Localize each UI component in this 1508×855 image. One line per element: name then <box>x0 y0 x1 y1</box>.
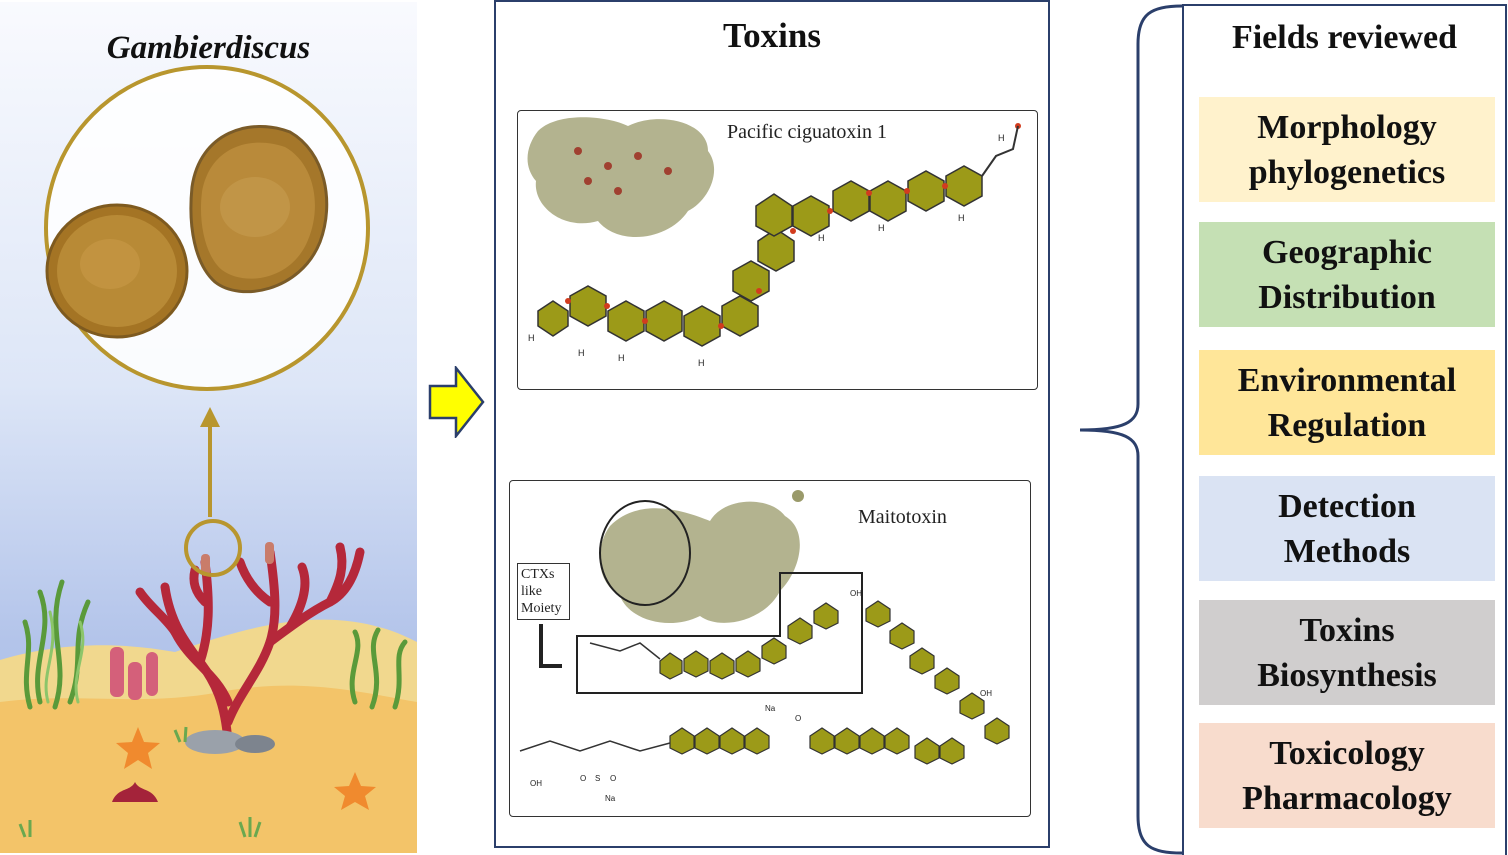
seafloor-illustration <box>0 65 417 853</box>
moiety-line: CTXs <box>521 567 555 582</box>
svg-text:H: H <box>578 348 585 358</box>
svg-text:OH: OH <box>530 779 542 788</box>
svg-text:O: O <box>795 714 801 723</box>
ciguatoxin-3d-surface <box>527 117 715 238</box>
zoom-arrow-head <box>200 407 220 427</box>
moiety-bracket <box>576 572 863 694</box>
seaweed-icon <box>22 579 91 710</box>
field-line: Detection <box>1278 487 1416 525</box>
svg-text:Na: Na <box>765 704 776 713</box>
right-arrow-icon <box>428 366 485 438</box>
field-detection-methods: Detection Methods <box>1199 476 1495 581</box>
coral-tip-clusters <box>201 542 274 576</box>
field-line: Biosynthesis <box>1257 656 1437 694</box>
field-line: Pharmacology <box>1242 779 1452 817</box>
field-line: Environmental <box>1237 361 1457 399</box>
svg-text:O: O <box>580 774 586 783</box>
field-line: Distribution <box>1258 278 1436 316</box>
sea-plant <box>112 782 158 802</box>
rock-icon <box>235 735 275 753</box>
ctx-like-moiety-highlight <box>599 500 691 606</box>
ring-chain <box>659 600 1010 765</box>
field-geographic-distribution: Geographic Distribution <box>1199 222 1495 327</box>
seaweed-icon <box>44 610 85 704</box>
field-line: phylogenetics <box>1248 153 1446 191</box>
oxygen-atoms <box>565 123 1021 329</box>
ciguatoxin-structure-box: H H H H H H H H <box>517 110 1038 390</box>
moiety-pointer <box>539 624 562 668</box>
fields-panel <box>1182 4 1507 855</box>
field-line: Regulation <box>1267 406 1427 444</box>
field-toxicology-pharmacology: Toxicology Pharmacology <box>1199 723 1495 828</box>
zoom-highlight-circle <box>184 519 242 577</box>
ciguatoxin-label: Pacific ciguatoxin 1 <box>727 121 887 143</box>
starfish-icon <box>334 772 376 810</box>
toxins-title: Toxins <box>723 16 821 55</box>
svg-text:H: H <box>698 358 705 368</box>
svg-text:O: O <box>610 774 616 783</box>
field-morphology-phylogenetics: Morphology phylogenetics <box>1199 97 1495 202</box>
fields-title: Fields reviewed <box>1231 19 1458 56</box>
moiety-line: like <box>521 584 542 599</box>
moiety-line: Moiety <box>521 601 562 616</box>
sand-floor <box>0 685 417 853</box>
field-line: Toxins <box>1299 611 1395 649</box>
organism-name: Gambierdiscus <box>106 30 311 66</box>
svg-text:H: H <box>528 333 535 343</box>
tube-coral <box>110 647 158 700</box>
surface-atoms <box>574 147 672 195</box>
svg-text:H: H <box>818 233 825 243</box>
gambierdiscus-scene <box>0 2 417 853</box>
svg-text:H: H <box>878 223 885 233</box>
field-line: Morphology <box>1257 108 1437 146</box>
field-environmental-regulation: Environmental Regulation <box>1199 350 1495 455</box>
field-line: Methods <box>1283 532 1411 570</box>
side-chain <box>589 642 661 660</box>
ctx-like-moiety-label: CTXs like Moiety <box>517 563 570 620</box>
maitotoxin-label: Maitotoxin <box>858 506 947 528</box>
rock-icon <box>185 730 245 754</box>
grass-tuft <box>18 726 262 838</box>
hydrogen-labels: H H H H H H H H <box>528 133 1005 368</box>
svg-text:H: H <box>958 213 965 223</box>
side-chain <box>981 125 1019 177</box>
field-line: Geographic <box>1262 233 1432 271</box>
svg-text:S: S <box>595 774 600 783</box>
field-toxins-biosynthesis: Toxins Biosynthesis <box>1199 600 1495 705</box>
svg-text:OH: OH <box>980 689 992 698</box>
starfish-icon <box>116 727 160 769</box>
svg-text:Na: Na <box>605 794 616 803</box>
curly-brace-icon <box>1079 4 1183 855</box>
field-line: Toxicology <box>1269 734 1425 772</box>
svg-text:H: H <box>998 133 1005 143</box>
ciguatoxin-structure: H H H H H H H H <box>527 117 1021 368</box>
maitotoxin-3d-surface <box>599 501 800 624</box>
svg-text:OH: OH <box>850 589 862 598</box>
svg-text:H: H <box>618 353 625 363</box>
ring-chain <box>537 165 983 347</box>
side-chain <box>519 740 671 752</box>
seaweed-icon <box>349 627 408 710</box>
